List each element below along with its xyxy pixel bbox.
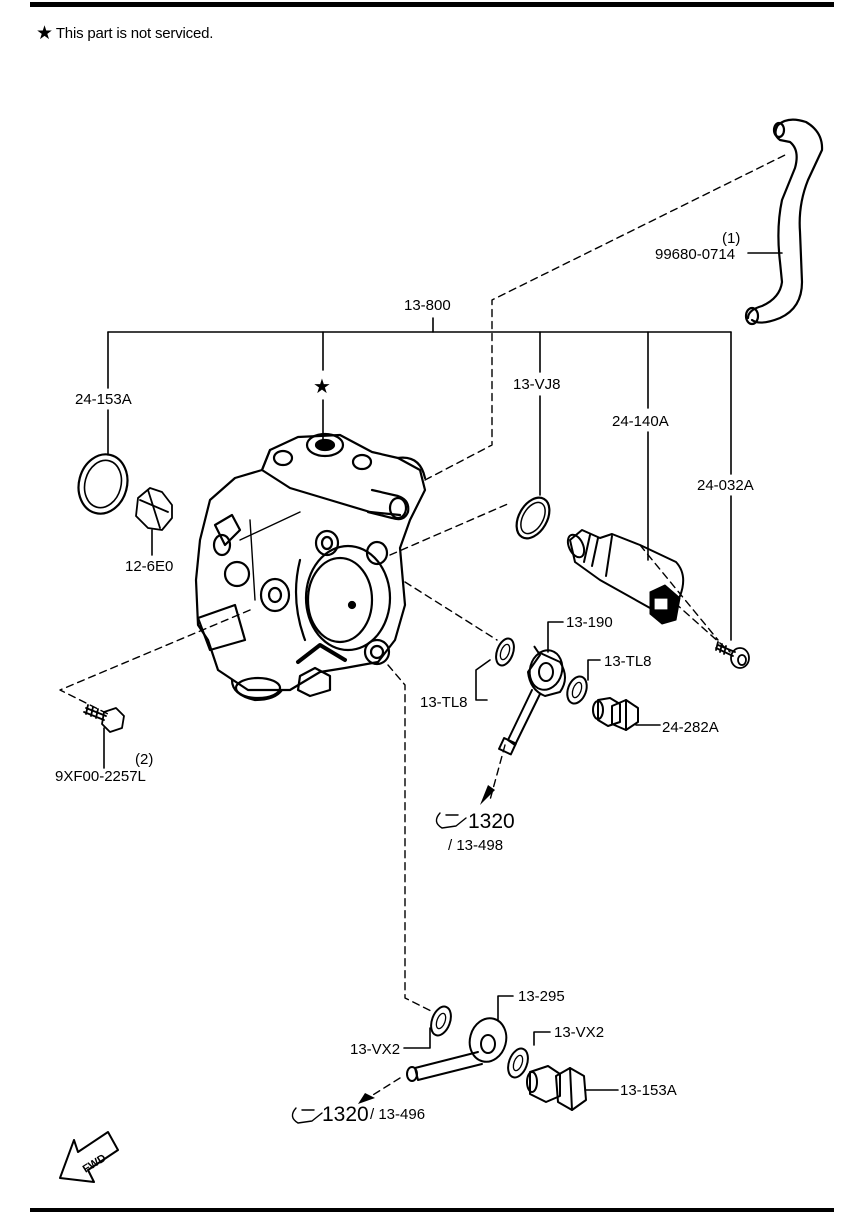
washer-d: [507, 1047, 529, 1079]
fitting-a: [498, 645, 566, 756]
label-oring-left: 24-153A: [75, 391, 132, 408]
note-text: This part is not serviced.: [55, 25, 214, 42]
fwd-arrow-icon: [59, 1131, 119, 1183]
star-marker: ★: [313, 376, 331, 398]
label-bolt-part: 9XF00-2257L: [55, 768, 146, 785]
pump-bolt: [83, 704, 125, 733]
fuel-pump: [194, 432, 427, 702]
star-icon: ★: [36, 23, 53, 44]
fitting-b: [406, 1017, 508, 1082]
label-ref-a-sub: / 13-498: [448, 837, 503, 854]
label-ref-b-num: 1320: [322, 1103, 369, 1126]
label-washer-b: 13-TL8: [604, 653, 652, 670]
label-plug-a: 24-282A: [662, 719, 719, 736]
plug-b: [526, 1065, 587, 1111]
plug-a: [592, 697, 639, 731]
coupling-part: [135, 487, 173, 531]
washer-a: [495, 637, 515, 667]
label-coupling: 12-6E0: [125, 558, 173, 575]
label-hose-qty: (1): [722, 230, 740, 247]
washer-b: [566, 675, 588, 705]
assembly-bracket: [103, 252, 783, 1091]
washer-c: [430, 1005, 452, 1037]
label-valve-bolt: 24-032A: [697, 477, 754, 494]
label-plug-b: 13-153A: [620, 1082, 677, 1099]
label-fwd: FWD: [81, 1152, 109, 1175]
label-oring-right: 13-VJ8: [513, 376, 561, 393]
label-ref-a-num: 1320: [468, 810, 515, 833]
label-fitting-b: 13-295: [518, 988, 565, 1005]
label-ref-b-sub: / 13-496: [370, 1106, 425, 1123]
label-fitting-a: 13-190: [566, 614, 613, 631]
bottom-rule: [30, 1208, 834, 1212]
valve-bolt: [715, 641, 750, 669]
not-serviced-note: ★This part is not serviced.: [36, 22, 213, 45]
label-assembly: 13-800: [404, 297, 451, 314]
oring-left: [77, 453, 129, 515]
label-valve: 24-140A: [612, 413, 669, 430]
hose-part: [744, 118, 824, 326]
top-rule: [30, 2, 834, 7]
label-bolt-qty: (2): [135, 751, 153, 768]
label-washer-d: 13-VX2: [554, 1024, 604, 1041]
oring-right: [515, 496, 551, 540]
callout-labels: 13-800 ★ (1) 99680-0714 24-153A 12-6E0 1…: [55, 230, 754, 1176]
label-washer-c: 13-VX2: [350, 1041, 400, 1058]
reference-arrow-icon: [291, 785, 495, 1124]
label-hose-part: 99680-0714: [655, 246, 735, 263]
valve-part: [566, 529, 685, 625]
label-washer-a: 13-TL8: [420, 694, 468, 711]
